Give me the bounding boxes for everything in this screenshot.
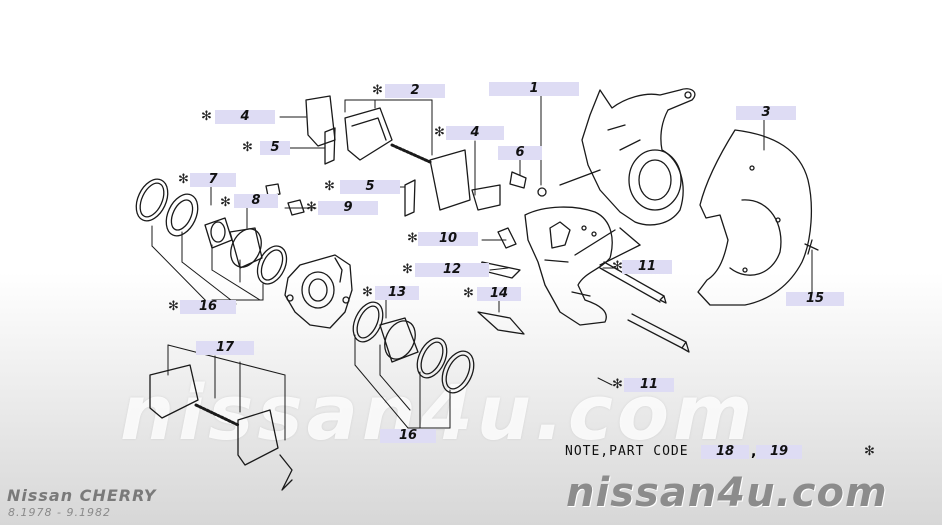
note-separator: ,	[751, 444, 757, 460]
marker-10: ✻	[407, 231, 418, 246]
marker-11b: ✻	[612, 377, 623, 392]
marker-9: ✻	[306, 200, 317, 215]
callout-14: 14	[477, 287, 521, 301]
marker-14: ✻	[463, 286, 474, 301]
callout-15: 15	[786, 292, 844, 306]
marker-16a: ✻	[168, 299, 179, 314]
callout-5b: 5	[340, 180, 400, 194]
callout-11b: 11	[624, 378, 674, 392]
callout-4a: 4	[215, 110, 275, 124]
callout-16a: 16	[180, 300, 236, 314]
vehicle-name: Nissan CHERRY	[7, 486, 157, 505]
part-seals-right	[352, 301, 475, 394]
watermark-corner: nissan4u.com	[566, 470, 888, 516]
callout-5a: 5	[260, 141, 290, 155]
marker-4b: ✻	[434, 125, 445, 140]
marker-12: ✻	[402, 262, 413, 277]
callout-11a: 11	[622, 260, 672, 274]
callout-4b: 4	[446, 126, 504, 140]
part-pad-kit	[149, 364, 293, 491]
callout-16b: 16	[380, 429, 436, 443]
marker-8: ✻	[220, 195, 231, 210]
callout-10: 10	[418, 232, 478, 246]
part-guide-pins	[599, 261, 690, 353]
callout-9: 9	[318, 201, 378, 215]
callout-17: 17	[196, 341, 254, 355]
note-code-18: 18	[701, 445, 749, 459]
part-dust-shield	[697, 129, 819, 306]
marker-5a: ✻	[242, 140, 253, 155]
callout-8: 8	[234, 194, 278, 208]
callout-6: 6	[498, 146, 542, 160]
marker-2: ✻	[372, 83, 383, 98]
part-caliper-body	[284, 254, 353, 329]
vehicle-period: 8.1978 - 9.1982	[8, 506, 111, 519]
callout-7: 7	[190, 173, 236, 187]
part-pads-top	[305, 95, 501, 217]
marker-7: ✻	[178, 172, 189, 187]
part-small-fasteners	[265, 171, 547, 335]
callout-3: 3	[736, 106, 796, 120]
note-code-19: 19	[756, 445, 802, 459]
marker-4a: ✻	[201, 109, 212, 124]
callout-13: 13	[375, 286, 419, 300]
leader-lines	[151, 94, 813, 441]
marker-11a: ✻	[612, 259, 623, 274]
part-steering-knuckle	[559, 88, 696, 266]
part-seals-left	[135, 178, 288, 285]
callout-1: 1	[489, 82, 579, 96]
part-caliper-support	[524, 206, 613, 326]
callout-2: 2	[385, 84, 445, 98]
callout-12: 12	[415, 263, 489, 277]
marker-5b: ✻	[324, 179, 335, 194]
part-code-note: NOTE,PART CODE	[565, 444, 689, 459]
marker-13: ✻	[362, 285, 373, 300]
marker-note: ✻	[864, 444, 875, 459]
